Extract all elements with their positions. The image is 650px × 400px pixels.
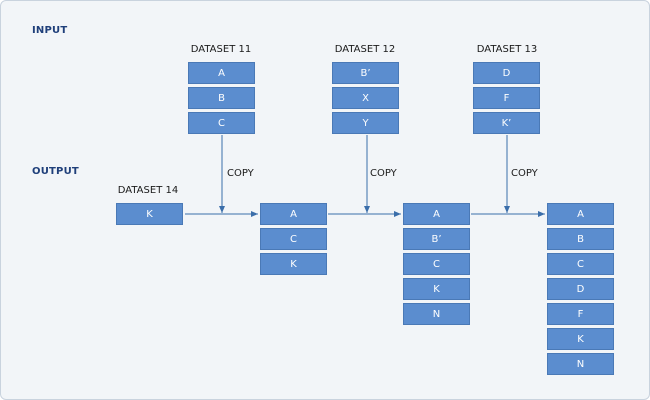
- output-section-label: OUTPUT: [32, 166, 79, 177]
- dataset-12-title: DATASET 12: [334, 44, 396, 55]
- dataset-13-title: DATASET 13: [476, 44, 538, 55]
- dataset-12-item: Y: [332, 112, 399, 134]
- dataset-11-item: B: [188, 87, 255, 109]
- output-1-item: K: [260, 253, 327, 275]
- copy-label-3: COPY: [511, 168, 538, 179]
- output-3-item: K: [547, 328, 614, 350]
- output-3-item: N: [547, 353, 614, 375]
- output-3-item: D: [547, 278, 614, 300]
- dataset-11-title: DATASET 11: [190, 44, 252, 55]
- output-1-item: A: [260, 203, 327, 225]
- copy-label-2: COPY: [370, 168, 397, 179]
- dataset-11-item: A: [188, 62, 255, 84]
- dataset-11-item: C: [188, 112, 255, 134]
- output-2-item: A: [403, 203, 470, 225]
- dataset-12-item: X: [332, 87, 399, 109]
- output-2-item: N: [403, 303, 470, 325]
- output-3-item: C: [547, 253, 614, 275]
- dataset-13-item: D: [473, 62, 540, 84]
- output-3-item: F: [547, 303, 614, 325]
- output-3-item: B: [547, 228, 614, 250]
- copy-label-1: COPY: [227, 168, 254, 179]
- output-2-item: C: [403, 253, 470, 275]
- dataset-13-item: K’: [473, 112, 540, 134]
- output-2-item: B’: [403, 228, 470, 250]
- dataset-14-title: DATASET 14: [117, 185, 179, 196]
- output-1-item: C: [260, 228, 327, 250]
- input-section-label: INPUT: [32, 25, 68, 36]
- dataset-12-item: B’: [332, 62, 399, 84]
- dataset-14-item: K: [116, 203, 183, 225]
- output-2-item: K: [403, 278, 470, 300]
- output-3-item: A: [547, 203, 614, 225]
- dataset-13-item: F: [473, 87, 540, 109]
